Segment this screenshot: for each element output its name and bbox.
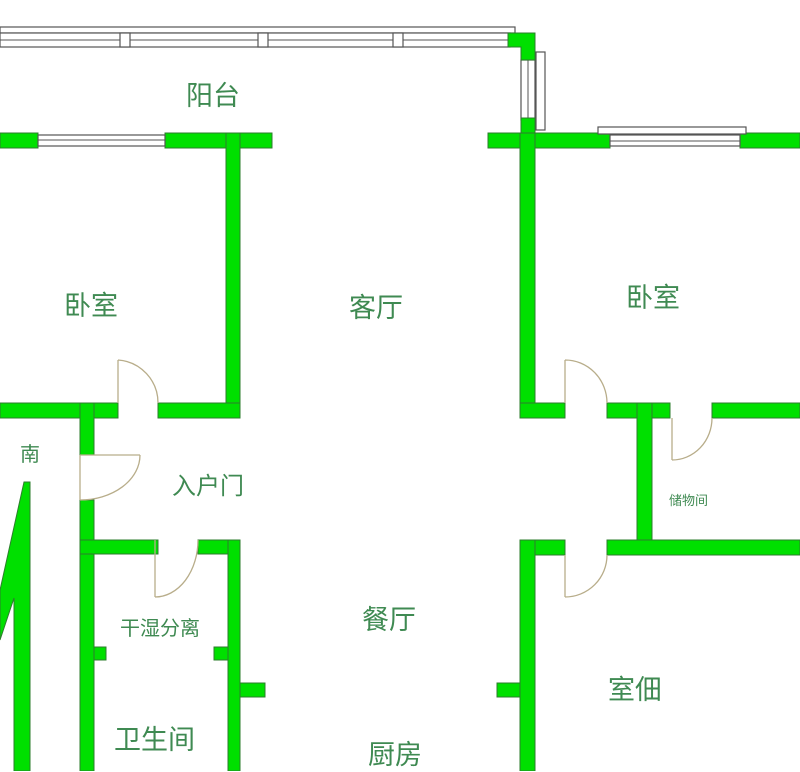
room-label-kitchen: 厨房 bbox=[368, 740, 422, 771]
room-label-storage: 储物间 bbox=[669, 494, 709, 509]
doors bbox=[79, 359, 713, 598]
room-label-bedroom-left: 卧室 bbox=[64, 291, 118, 322]
compass-south-label: 南 bbox=[20, 442, 40, 466]
room-label-balcony: 阳台 bbox=[186, 81, 240, 112]
room-label-bedroom-right: 卧室 bbox=[626, 283, 680, 314]
balcony-window-rail bbox=[0, 26, 546, 131]
room-label-dining: 餐厅 bbox=[362, 605, 416, 636]
walls bbox=[0, 32, 800, 771]
room-label-dry-wet: 干湿分离 bbox=[120, 616, 200, 640]
entrance-door-label: 入户门 bbox=[172, 472, 244, 500]
windows bbox=[37, 126, 747, 147]
room-label-bedroom-lower: 室佃 bbox=[608, 675, 662, 706]
room-label-bathroom: 卫生间 bbox=[114, 725, 195, 756]
room-label-living-room: 客厅 bbox=[349, 293, 403, 324]
